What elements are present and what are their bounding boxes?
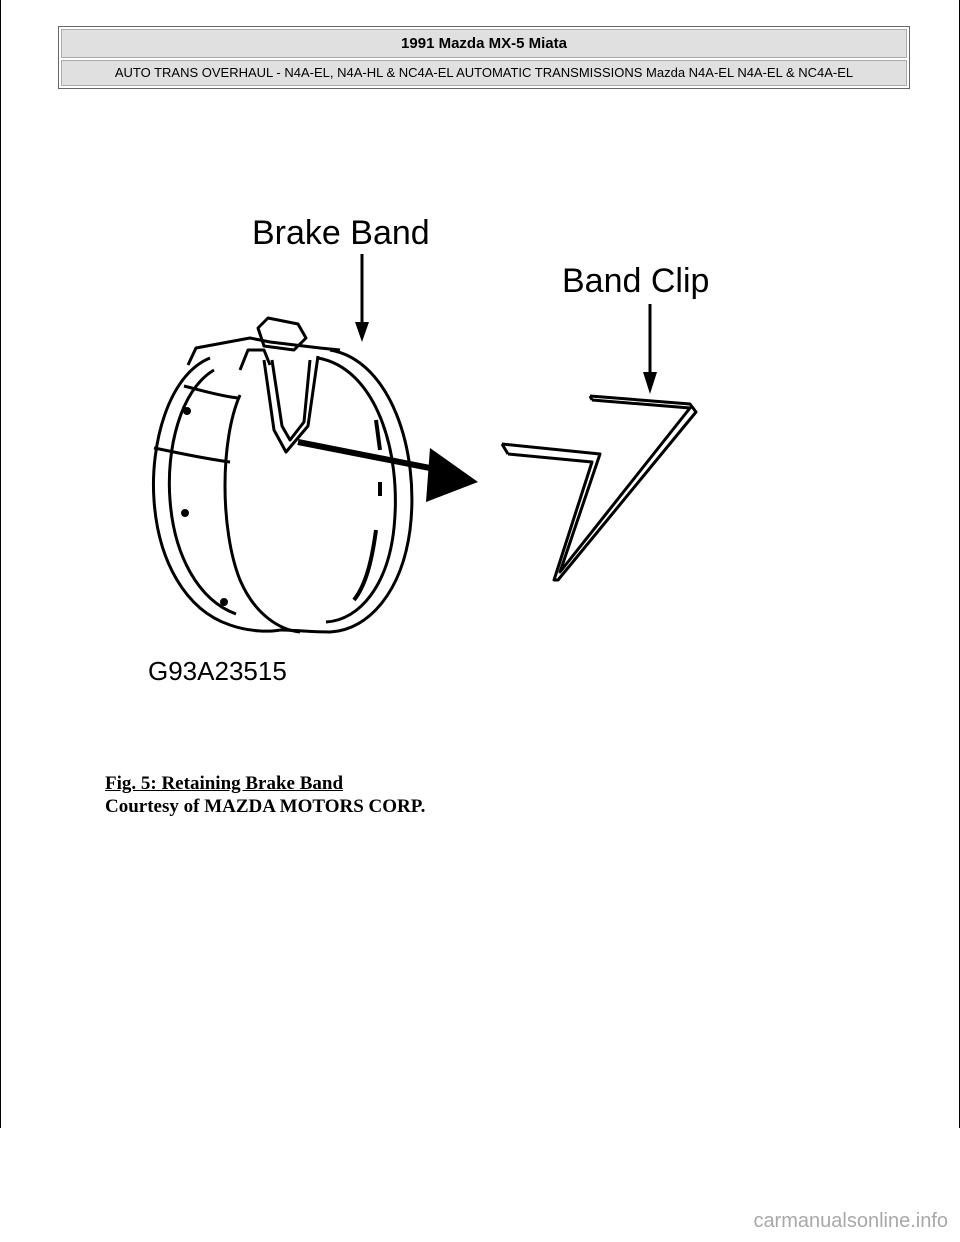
document-title: 1991 Mazda MX-5 Miata bbox=[61, 29, 907, 58]
brake-band-drawing bbox=[151, 316, 414, 634]
figure-caption: Fig. 5: Retaining Brake Band Courtesy of… bbox=[105, 772, 425, 818]
caption-title: Fig. 5: Retaining Brake Band bbox=[105, 773, 344, 794]
label-brake-band: Brake Band bbox=[252, 214, 430, 252]
band-clip-pointer-arrow bbox=[643, 304, 657, 394]
brake-band-illustration: Brake Band Band Clip G93A23515 bbox=[140, 200, 760, 700]
label-band-clip: Band Clip bbox=[562, 262, 709, 300]
brake-band-pointer-arrow bbox=[355, 254, 369, 342]
band-clip-drawing bbox=[500, 394, 698, 582]
document-subtitle: AUTO TRANS OVERHAUL - N4A-EL, N4A-HL & N… bbox=[61, 60, 907, 86]
install-direction-arrow bbox=[297, 439, 478, 502]
watermark: carmanualsonline.info bbox=[753, 1210, 948, 1232]
document-header: 1991 Mazda MX-5 Miata AUTO TRANS OVERHAU… bbox=[58, 26, 910, 89]
caption-credit: Courtesy of MAZDA MOTORS CORP. bbox=[105, 796, 426, 817]
figure-code: G93A23515 bbox=[148, 656, 287, 686]
